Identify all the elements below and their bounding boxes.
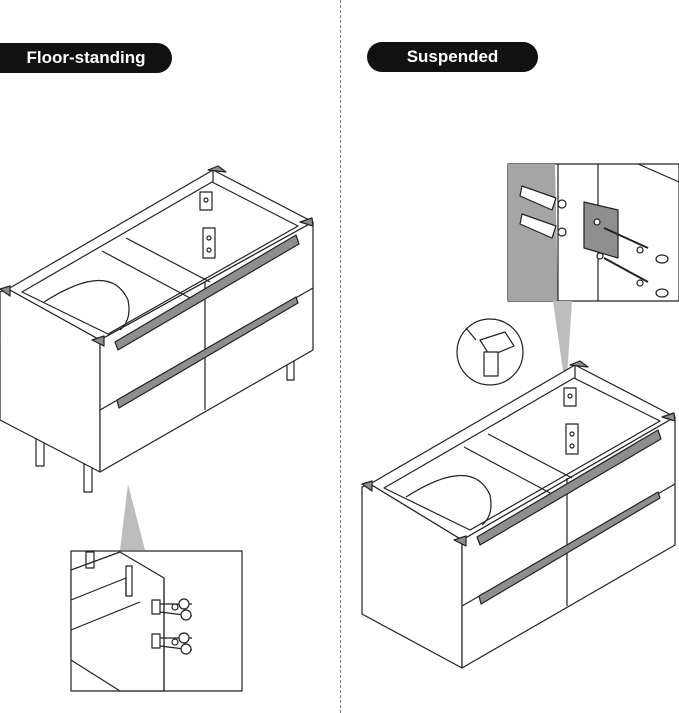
suspended-badge: Suspended	[367, 42, 538, 72]
suspended-cabinet	[361, 360, 676, 669]
wall-anchor-detail	[507, 163, 679, 302]
floor-standing-badge: Floor-standing	[0, 43, 172, 73]
wall-bracket-icon	[563, 387, 579, 455]
leg-mounting-detail	[70, 550, 243, 692]
wall-bracket-icon	[199, 191, 216, 259]
panel-divider	[340, 0, 341, 713]
zoom-wedge	[120, 484, 145, 550]
drill-icon	[456, 318, 524, 386]
floor-standing-cabinet	[0, 165, 314, 493]
